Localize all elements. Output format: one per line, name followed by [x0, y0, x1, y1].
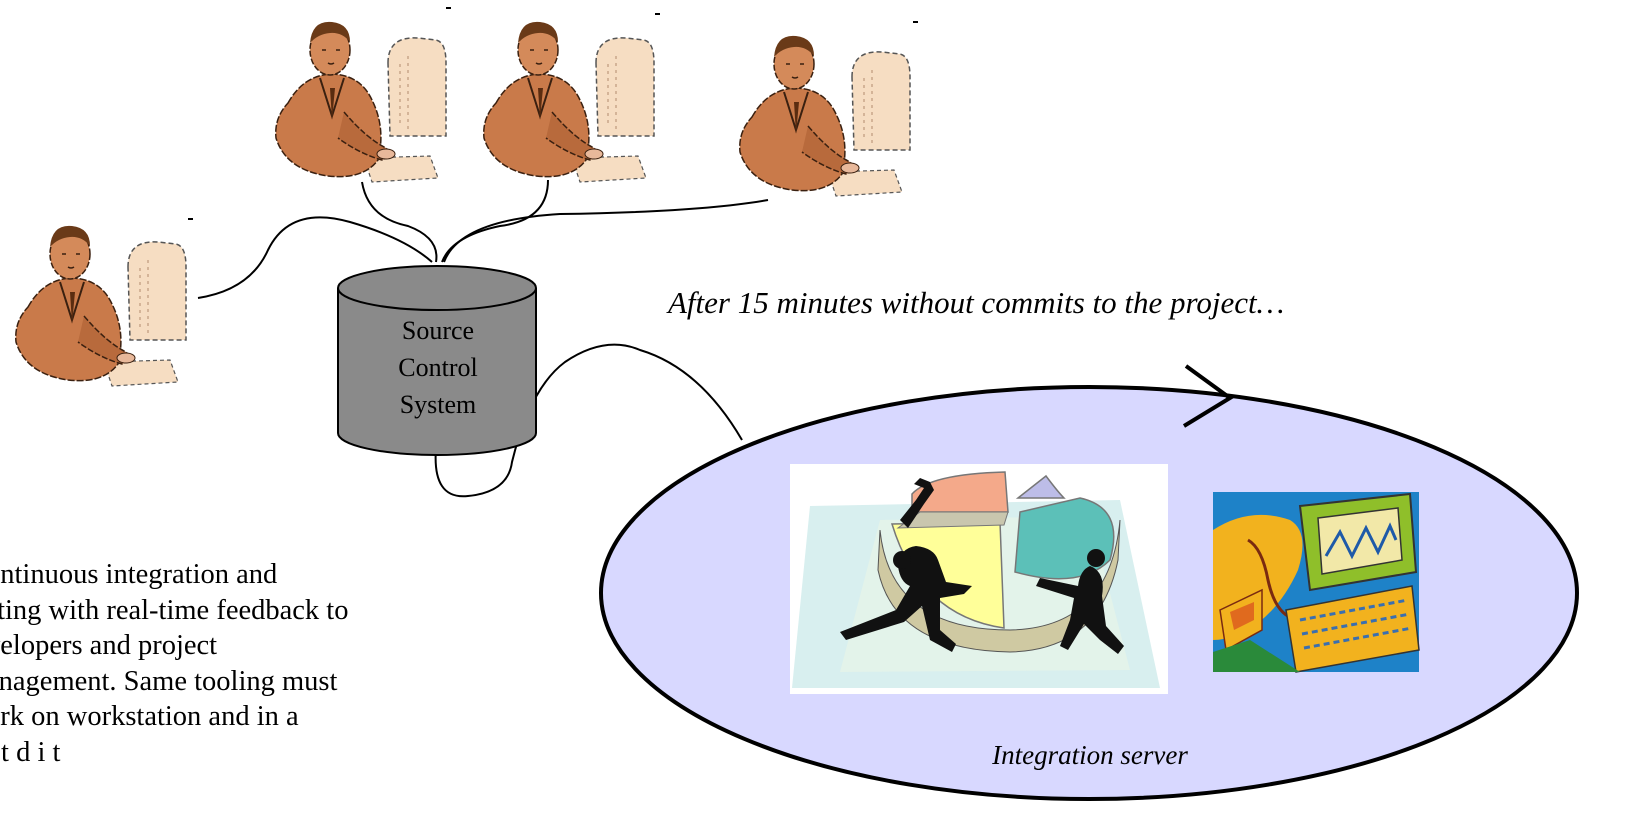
- source-control-line: Source: [401, 316, 475, 345]
- description-line: ontinuous integration and: [0, 559, 278, 590]
- developer-icon: [482, 20, 655, 184]
- description-line: velopers and project: [0, 630, 218, 661]
- source-control-line: Control: [398, 353, 478, 382]
- database-icon: [337, 265, 537, 456]
- clipart-marks: [188, 7, 918, 220]
- laptop-graph-clipart: [1213, 492, 1420, 673]
- arrow-icon: [1182, 364, 1234, 428]
- source-control-line: System: [399, 390, 477, 419]
- integration-server-caption: Integration server: [992, 740, 1188, 770]
- description-line: ork on workstation and in a: [0, 701, 299, 732]
- developer-icon: [14, 224, 187, 387]
- developer-icon: [738, 34, 911, 198]
- source-control-label: Source Control System: [340, 312, 536, 423]
- developer-icon: [274, 20, 447, 184]
- description-line: sting with real-time feedback to: [0, 594, 349, 626]
- description-line: anagement. Same tooling must: [0, 665, 338, 697]
- description-line: i t d i t: [0, 736, 61, 768]
- description-paragraph: ontinuous integration and sting with rea…: [0, 557, 526, 770]
- pie-chart-clipart: [790, 464, 1168, 694]
- trigger-caption: After 15 minutes without commits to the …: [668, 285, 1285, 320]
- connection-lines: [197, 179, 769, 498]
